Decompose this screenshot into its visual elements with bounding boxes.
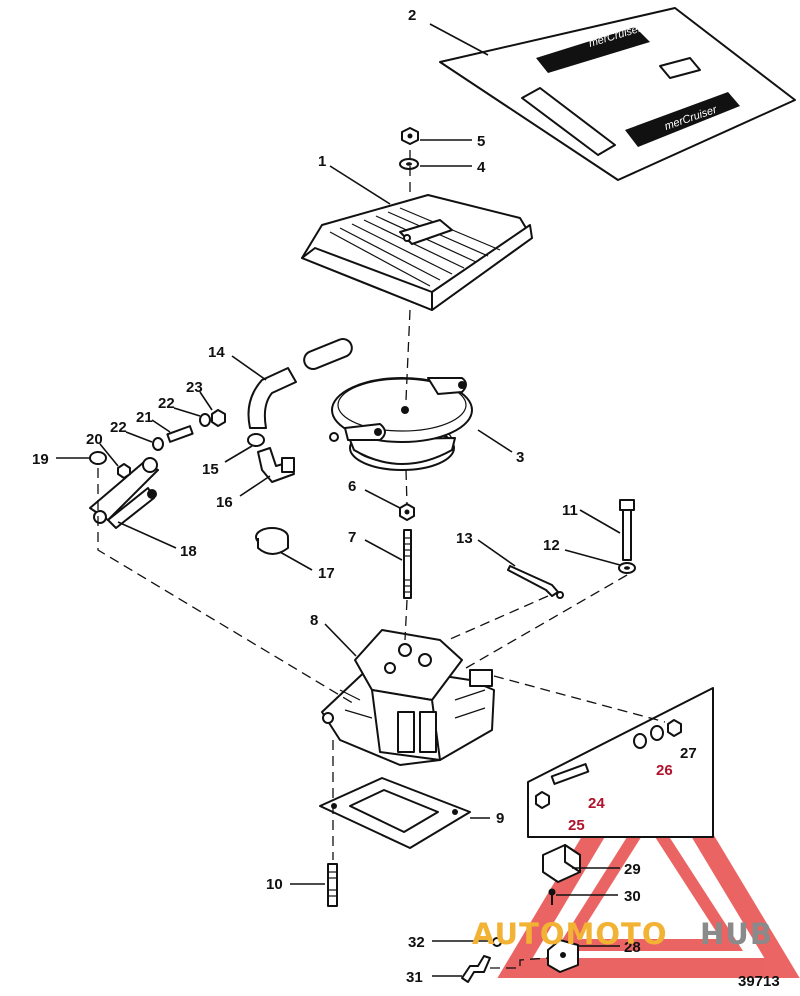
- flame-arrestor-cover: [301, 194, 533, 311]
- callout-2: 2: [408, 7, 416, 24]
- callout-18: 18: [180, 543, 197, 560]
- elbow-fitting: [247, 433, 295, 483]
- watermark-logo: [497, 725, 800, 978]
- nut-5: [401, 127, 419, 145]
- stud-24: [550, 763, 590, 785]
- callout-labels: 2 1 5 4 3 6 7 8 9 10 11 12 13 14 15 16 1…: [32, 7, 697, 986]
- stud-21: [166, 425, 194, 443]
- stud-10: [327, 863, 338, 907]
- callout-26: 26: [656, 762, 673, 779]
- callout-30: 30: [624, 888, 641, 905]
- decal-sheet: merCruiser merCruiser: [439, 7, 796, 181]
- callout-32: 32: [408, 934, 425, 951]
- clip-28: [547, 939, 579, 973]
- vent-hose: [247, 338, 353, 429]
- callout-15: 15: [202, 461, 219, 478]
- bolt-11: [619, 499, 635, 561]
- watermark-text-part1: AUTOMOTO: [472, 917, 667, 951]
- washer-22b: [199, 413, 211, 427]
- bushing-19: [89, 451, 107, 465]
- callout-23: 23: [186, 379, 203, 396]
- callout-7: 7: [348, 529, 356, 546]
- bracket-29: [542, 844, 581, 883]
- callout-10: 10: [266, 876, 283, 893]
- callout-27: 27: [680, 745, 697, 762]
- callout-16: 16: [216, 494, 233, 511]
- callout-3: 3: [516, 449, 524, 466]
- callout-6: 6: [348, 478, 356, 495]
- callout-22b: 22: [158, 395, 175, 412]
- nut-27: [667, 719, 682, 737]
- leader-lines: [56, 23, 621, 977]
- callout-8: 8: [310, 612, 318, 629]
- figure-number: 39713: [738, 973, 780, 990]
- carburetor-gasket: [319, 777, 471, 849]
- callout-22a: 22: [110, 419, 127, 436]
- nut-6: [399, 503, 415, 521]
- callout-25: 25: [568, 817, 585, 834]
- washer-22a: [152, 437, 164, 451]
- screw-30: [548, 888, 556, 905]
- callout-11: 11: [562, 502, 578, 519]
- callout-20: 20: [86, 431, 103, 448]
- callout-5: 5: [477, 133, 485, 150]
- nut-23: [211, 409, 226, 427]
- callout-14: 14: [208, 344, 225, 361]
- alignment-lines: [97, 150, 666, 969]
- nut-20: [117, 463, 131, 479]
- grommet-17: [255, 527, 289, 555]
- watermark-text-part2: HUB: [700, 917, 773, 951]
- washer-4: [399, 158, 419, 170]
- callout-28: 28: [624, 939, 641, 956]
- throttle-linkage: [89, 457, 159, 529]
- callout-13: 13: [456, 530, 473, 547]
- callout-31: 31: [406, 969, 423, 986]
- callout-1: 1: [318, 153, 326, 170]
- callout-4: 4: [477, 159, 486, 176]
- inset-panel: [527, 687, 714, 838]
- callout-29: 29: [624, 861, 641, 878]
- washer-12: [618, 562, 636, 574]
- callout-24: 24: [588, 795, 605, 812]
- stud-7: [403, 529, 412, 599]
- callout-17: 17: [318, 565, 335, 582]
- link-rod-31: [461, 955, 491, 983]
- callout-21: 21: [136, 409, 153, 426]
- watermark-text: AUTOMOTO HUB: [472, 917, 773, 951]
- washers-26: [633, 725, 664, 749]
- choke-rod: [507, 565, 564, 599]
- nut-25: [535, 791, 550, 809]
- callout-19: 19: [32, 451, 49, 468]
- flame-arrestor: [329, 377, 473, 471]
- callout-9: 9: [496, 810, 504, 827]
- carburetor: [321, 629, 495, 766]
- nut-32: [492, 937, 502, 947]
- callout-12: 12: [543, 537, 560, 554]
